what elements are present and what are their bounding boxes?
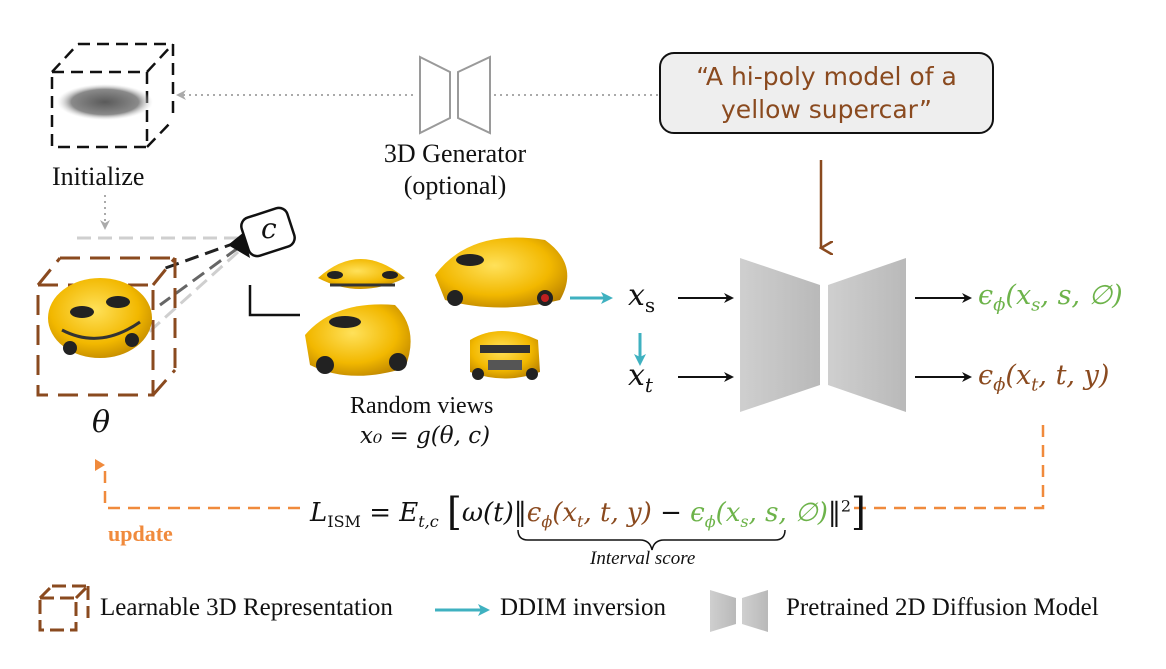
xt-label: xt <box>628 358 653 397</box>
loss-E-sub: t,c <box>418 512 439 532</box>
eps-s-args-sub: s <box>1031 294 1041 316</box>
loss-minus: − <box>651 498 691 528</box>
eps-t-label: ϵϕ(xt, t, y) <box>978 360 1109 395</box>
loss-L-sub: ISM <box>327 512 361 532</box>
xt-base: x <box>628 358 645 393</box>
eps-s-symbol: ϵ <box>978 280 994 311</box>
loss-term-1-tail: , t, y) <box>583 498 652 528</box>
camera-rays <box>75 236 240 342</box>
diffusion-model-icon <box>740 258 906 412</box>
smoke-car-image <box>57 84 153 120</box>
loss-term-2-args: (x <box>715 498 741 528</box>
eps-s-label: ϵϕ(xs, s, ∅) <box>978 280 1123 315</box>
loss-term-1-args: (x <box>552 498 578 528</box>
update-path-left <box>95 459 300 510</box>
xs-base: x <box>628 278 645 313</box>
generator-label: 3D Generator (optional) <box>370 138 540 202</box>
xt-subscript: t <box>644 373 653 397</box>
generator-label-line-2: (optional) <box>403 171 507 200</box>
random-view-car-3 <box>305 304 411 376</box>
loss-eq: = E <box>360 498 419 528</box>
generator-label-line-1: 3D Generator <box>383 139 527 168</box>
eps-t-args-sub: t <box>1031 374 1039 396</box>
legend-item-diffusion: Pretrained 2D Diffusion Model <box>786 594 1099 621</box>
loss-term-1-eps: ϵ <box>526 498 542 528</box>
loss-term-2-tail: , s, ∅) <box>748 498 828 528</box>
loss-term-1-args-sub: t <box>577 512 584 532</box>
loss-square: 2 <box>840 496 852 516</box>
initialize-label: Initialize <box>52 162 145 191</box>
eps-t-phi: ϕ <box>993 374 1006 396</box>
loss-norm-close: ‖ <box>827 498 841 528</box>
xs-label: xs <box>628 278 655 317</box>
eps-t-args-tail: , t, y) <box>1038 360 1110 391</box>
loss-term-2: ϵϕ(xs, s, ∅) <box>690 498 828 532</box>
eps-t-symbol: ϵ <box>978 360 994 391</box>
legend-cube-icon <box>38 584 90 632</box>
camera-label-box <box>240 206 296 258</box>
interval-score-label: Interval score <box>590 548 696 569</box>
eps-s-args-tail: , s, ∅) <box>1040 280 1123 311</box>
learnable-cube <box>36 256 177 397</box>
loss-term-2-phi: ϕ <box>704 512 716 532</box>
loss-term-2-eps: ϵ <box>690 498 705 528</box>
loss-close-bracket: ] <box>851 490 866 534</box>
loss-term-1-phi: ϕ <box>541 512 553 532</box>
camera-to-views-connector <box>248 285 300 317</box>
camera-label: c <box>261 212 277 245</box>
eps-s-args: (x <box>1005 280 1032 311</box>
cube-car-image <box>48 278 152 358</box>
random-view-car-4 <box>470 331 540 380</box>
init-cube <box>50 42 175 149</box>
loss-term-2-args-sub: s <box>740 512 749 532</box>
xs-subscript: s <box>644 293 656 317</box>
loss-term-1: ϵϕ(xt, t, y) <box>526 498 652 532</box>
loss-equation: LISM = Et,c [ω(t)‖ϵϕ(xt, t, y) − ϵϕ(xs, … <box>310 490 866 534</box>
legend-item-learnable: Learnable 3D Representation <box>100 594 393 621</box>
loss-omega: ω(t)‖ <box>461 498 527 528</box>
legend-item-ddim: DDIM inversion <box>500 594 666 621</box>
prompt-box <box>659 52 994 134</box>
theta-label: θ <box>92 405 111 440</box>
prompt-text: “A hi-poly model of a yellow supercar” <box>660 60 993 126</box>
loss-open-bracket: [ <box>446 490 462 534</box>
eps-t-args: (x <box>1005 360 1032 391</box>
random-views-label: Random views <box>350 393 494 419</box>
update-path <box>848 425 1045 510</box>
interval-score-brace <box>517 529 786 551</box>
update-label: update <box>108 521 173 546</box>
legend-diffusion-icon <box>710 590 768 632</box>
x0-equation: x₀ = g(θ, c) <box>360 423 491 449</box>
loss-L: L <box>310 498 328 528</box>
random-view-car-2 <box>435 237 568 308</box>
generator-icon <box>419 55 491 135</box>
prompt-line-2: yellow supercar” <box>721 95 932 124</box>
random-view-car-1 <box>318 259 405 289</box>
eps-s-phi: ϕ <box>993 294 1006 316</box>
prompt-line-1: “A hi-poly model of a <box>696 62 957 91</box>
